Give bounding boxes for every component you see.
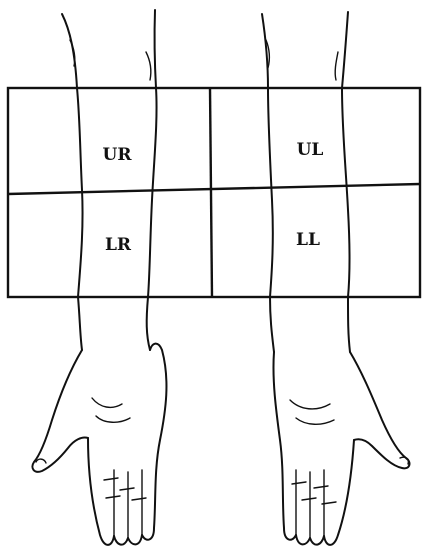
horizontal-divider — [8, 184, 420, 194]
quadrant-grid — [8, 88, 420, 297]
label-upper-right: UR — [103, 145, 133, 165]
label-upper-left: UL — [297, 140, 324, 160]
vertical-divider — [210, 88, 212, 297]
label-lower-right: LR — [105, 235, 132, 255]
right-arm — [32, 10, 166, 545]
left-arm — [262, 12, 409, 545]
label-lower-left: LL — [296, 230, 320, 250]
